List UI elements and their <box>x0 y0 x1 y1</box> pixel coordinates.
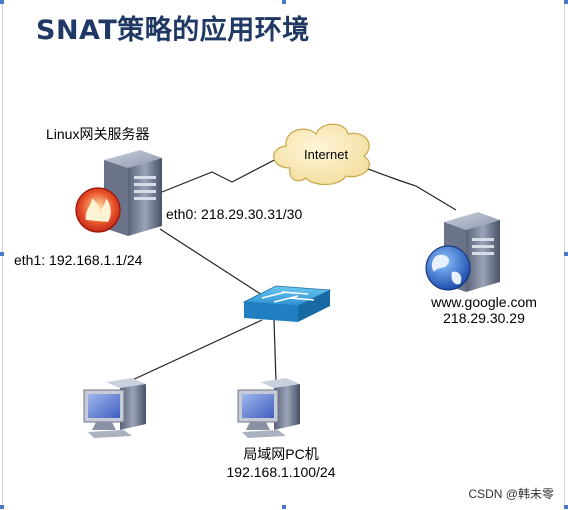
selection-handle[interactable] <box>0 505 4 509</box>
globe-icon <box>425 245 471 291</box>
selection-handle[interactable] <box>282 505 286 509</box>
pc-icon <box>83 378 146 438</box>
watermark: CSDN @韩未零 <box>468 487 554 501</box>
gateway-label: Linux网关服务器 <box>46 126 150 142</box>
link-switch-pc1 <box>127 319 263 383</box>
slide-title: SNAT策略的应用环境 <box>36 15 310 46</box>
eth0-label: eth0: 218.29.30.31/30 <box>166 206 303 222</box>
selection-handle[interactable] <box>0 0 4 4</box>
lan-pc-label: 局域网PC机 192.168.1.100/24 <box>212 444 350 480</box>
eth1-label: eth1: 192.168.1.1/24 <box>14 252 143 268</box>
pc-icon <box>237 378 300 438</box>
server-hostname: www.google.com <box>431 294 537 310</box>
selection-handle[interactable] <box>564 0 568 4</box>
selection-handle[interactable] <box>282 0 286 4</box>
link-switch-pc2 <box>273 319 277 383</box>
server-ip: 218.29.30.29 <box>443 310 525 326</box>
lan-pc-name: 局域网PC机 <box>243 446 319 462</box>
firewall-icon <box>75 187 121 233</box>
selection-handle[interactable] <box>564 505 568 509</box>
link-internet-server <box>351 162 457 211</box>
switch-icon <box>242 285 332 322</box>
internet-cloud-icon <box>273 123 370 186</box>
connection-lines <box>127 152 457 383</box>
server-label: www.google.com 218.29.30.29 <box>418 294 550 326</box>
link-gateway-switch <box>159 228 263 296</box>
link-gateway-internet <box>161 152 289 193</box>
lan-pc-ip: 192.168.1.100/24 <box>226 464 336 480</box>
internet-label: Internet <box>304 147 349 162</box>
selection-handle[interactable] <box>564 252 568 256</box>
selection-handle[interactable] <box>0 252 4 256</box>
